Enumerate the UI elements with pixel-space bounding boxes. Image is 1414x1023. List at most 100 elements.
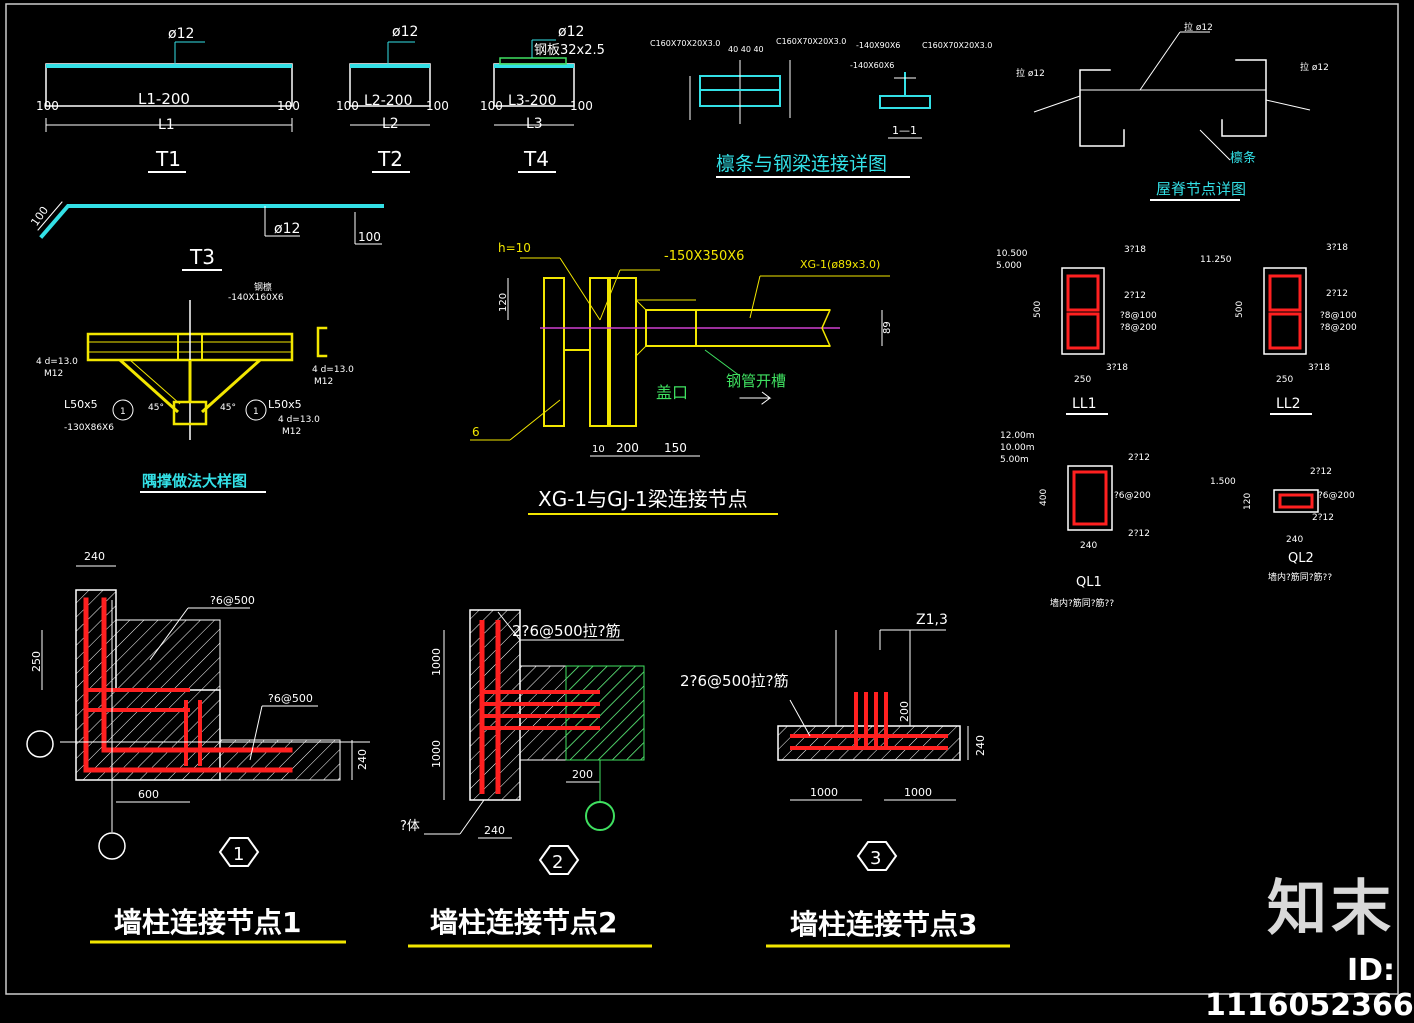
brace-plate-top: -140X160X6 xyxy=(228,293,284,303)
t3-label: T3 xyxy=(189,245,215,269)
ll1-mid: 2?12 xyxy=(1124,291,1146,301)
xg-dim-v: 120 xyxy=(498,293,509,312)
beam-ll1: 10.500 5.000 3?18 2?12 ?8@100 ?8@200 3?1… xyxy=(996,245,1157,415)
node2-dim-4: 240 xyxy=(484,824,505,837)
ridge-label-right: 拉 ø12 xyxy=(1300,61,1329,73)
brace-bolt-right: 4 d=13.0 xyxy=(312,365,354,375)
ql1-h: 400 xyxy=(1039,489,1049,506)
t2-end-right: 100 xyxy=(426,99,449,113)
t3-hook: 100 xyxy=(28,204,51,229)
purlin-title: 檩条与钢梁连接详图 xyxy=(716,153,887,175)
ql1-label: QL1 xyxy=(1076,575,1102,590)
t2-diameter: ø12 xyxy=(392,24,418,40)
brace-title: 隅撑做法大样图 xyxy=(142,472,247,490)
ridge-label-top: 拉 ø12 xyxy=(1184,21,1213,33)
xg-dim-c: 150 xyxy=(664,441,687,455)
ql2-elev1: 1.500 xyxy=(1210,477,1236,487)
t1-diameter: ø12 xyxy=(168,26,194,42)
node2-num: 2 xyxy=(552,852,563,873)
ll2-s1: ?8@100 xyxy=(1320,311,1357,321)
node-1: 240 250 600 ?6@500 ?6@500 240 1 墙柱连接节点1 xyxy=(26,550,370,944)
sheet-border xyxy=(5,3,1399,995)
ll1-s2: ?8@200 xyxy=(1120,323,1157,333)
node1-title: 墙柱连接节点1 xyxy=(114,906,301,939)
ll2-mid: 2?12 xyxy=(1326,289,1348,299)
t1-name: L1-200 xyxy=(138,90,190,108)
ql2-note: 墙内?筋同?筋?? xyxy=(1268,571,1332,583)
beam-ql1: 12.00m 10.00m 5.00m 2?12 ?6@200 2?12 240… xyxy=(1000,431,1151,609)
node1-dim-r: 240 xyxy=(356,749,369,770)
ll2-elev1: 11.250 xyxy=(1200,255,1232,265)
node1-dim-side: 250 xyxy=(30,651,43,672)
t2-name: L2-200 xyxy=(364,93,412,109)
rebar-t1: ø12 L1-200 100 100 L1 T1 xyxy=(36,26,300,173)
t4-end-right: 100 xyxy=(570,99,593,113)
ql2-mid: ?6@200 xyxy=(1318,491,1355,501)
xg-gj-detail: h=10 -150X350X6 XG-1(ø89x3.0) 6 钢管开槽 盖口 … xyxy=(470,241,893,515)
purlin-note-b: C160X70X20X3.0 xyxy=(776,37,846,46)
ll1-bot: 3?18 xyxy=(1106,363,1128,373)
t4-end-left: 100 xyxy=(480,99,503,113)
t1-end-right: 100 xyxy=(277,99,300,113)
node1-dim-top: 240 xyxy=(84,550,105,563)
t4-name: L3-200 xyxy=(508,93,556,109)
t2-end-left: 100 xyxy=(336,99,359,113)
t3-end: 100 xyxy=(358,230,381,244)
rebar-t4: ø12 钢板32x2.5 L3-200 100 100 L3 T4 xyxy=(480,24,605,173)
xg-dim-b: 200 xyxy=(616,441,639,455)
ll2-w: 250 xyxy=(1276,375,1293,385)
t4-length: L3 xyxy=(526,116,543,132)
t1-label: T1 xyxy=(155,147,181,171)
node1-note-b: ?6@500 xyxy=(268,692,313,705)
t2-label: T2 xyxy=(377,147,403,171)
ll1-s1: ?8@100 xyxy=(1120,311,1157,321)
t4-plate: 钢板32x2.5 xyxy=(534,43,605,58)
node1-dim-bot: 600 xyxy=(138,788,159,801)
drawing-canvas: ø12 L1-200 100 100 L1 T1 ø12 L2-200 100 … xyxy=(5,3,1414,1023)
node2-note: 2?6@500拉?筋 xyxy=(512,622,621,640)
xg-h: h=10 xyxy=(498,241,531,255)
ll1-top: 3?18 xyxy=(1124,245,1146,255)
purlin-note-d: C160X70X20X3.0 xyxy=(922,41,992,50)
node3-num: 3 xyxy=(870,848,881,869)
brace-bolt-bottom: 4 d=13.0 xyxy=(278,415,320,425)
ql2-bot: 2?12 xyxy=(1312,513,1334,523)
ridge-detail: 拉 ø12 拉 ø12 拉 ø12 檩条 屋脊节点详图 xyxy=(1016,21,1329,201)
t1-length: L1 xyxy=(158,117,175,133)
node3-dim-1: 1000 xyxy=(810,786,838,799)
ll1-elev1: 10.500 xyxy=(996,249,1028,259)
brand-logo: 知末 xyxy=(1267,874,1395,944)
brace-bolt-right-2: M12 xyxy=(314,377,333,387)
brace-bolt-left: 4 d=13.0 xyxy=(36,357,78,367)
brace-detail: 1 1 -140X160X6 钢檩 L50x5 L50x5 -130X86X6 … xyxy=(36,281,354,493)
purlin-section: 1—1 xyxy=(892,124,917,137)
node3-dim-v: 200 xyxy=(898,701,911,722)
node1-num: 1 xyxy=(233,844,244,865)
brand-watermark: 知末 ID: 1116052366 xyxy=(1205,860,1414,1023)
brace-top-note: 钢檩 xyxy=(254,281,272,293)
ql2-h: 120 xyxy=(1243,493,1253,510)
brace-angle-right: L50x5 xyxy=(268,398,302,411)
ll2-s2: ?8@200 xyxy=(1320,323,1357,333)
purlin-note-c: -140X90X6 xyxy=(856,41,900,50)
brace-bolt-bottom-2: M12 xyxy=(282,427,301,437)
xg-slot: 钢管开槽 xyxy=(726,372,786,390)
ll2-top: 3?18 xyxy=(1326,243,1348,253)
node1-note-a: ?6@500 xyxy=(210,594,255,607)
ql2-top: 2?12 xyxy=(1310,467,1332,477)
node2-dim-1: 1000 xyxy=(430,648,443,676)
node3-col: Z1,3 xyxy=(916,612,948,628)
t2-length: L2 xyxy=(382,116,399,132)
xg-dim-a: 10 xyxy=(592,444,605,455)
node3-dim-h: 240 xyxy=(974,735,987,756)
ll2-label: LL2 xyxy=(1276,396,1301,412)
ll1-w: 250 xyxy=(1074,375,1091,385)
ridge-label-purlin: 檩条 xyxy=(1230,150,1256,166)
xg-plate: -150X350X6 xyxy=(664,249,744,264)
xg-tube: XG-1(ø89x3.0) xyxy=(800,258,880,271)
ql1-bot: 2?12 xyxy=(1128,529,1150,539)
ridge-title: 屋脊节点详图 xyxy=(1156,180,1246,198)
purlin-note-e: -140X60X6 xyxy=(850,61,894,70)
purlin-note-a: C160X70X20X3.0 xyxy=(650,39,720,48)
brace-angle-left: L50x5 xyxy=(64,398,98,411)
